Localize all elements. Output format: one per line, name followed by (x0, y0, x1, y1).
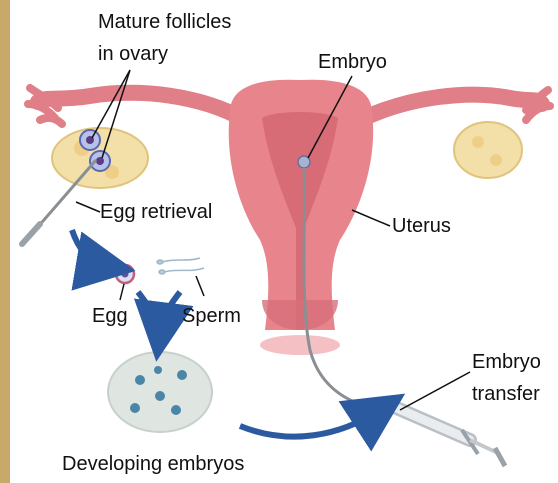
left-fallopian-tube (38, 93, 245, 120)
sperm-cells (157, 258, 204, 274)
leader-embryo-transfer (400, 372, 470, 410)
label-uterus: Uterus (392, 214, 451, 238)
flow-arrow-transfer (240, 410, 380, 437)
label-developing-embryos: Developing embryos (62, 452, 244, 476)
leader-egg (120, 284, 124, 300)
vaginal-opening (260, 335, 340, 355)
leader-egg-retrieval (76, 202, 100, 212)
leader-uterus (352, 210, 390, 226)
leader-sperm (196, 276, 204, 296)
label-mature-follicles-line2: in ovary (98, 42, 168, 66)
label-embryo: Embryo (318, 50, 387, 74)
label-embryo-transfer-line1: Embryo (472, 350, 541, 374)
right-fallopian-tube (360, 95, 542, 120)
flow-arrow-fertilize-right (160, 292, 180, 332)
label-sperm: Sperm (182, 304, 241, 328)
flow-arrow-fertilize-left (138, 292, 158, 332)
label-embryo-transfer-line2: transfer (472, 382, 540, 406)
flow-arrow-retrieval (72, 230, 106, 266)
label-egg: Egg (92, 304, 128, 328)
label-mature-follicles-line1: Mature follicles (98, 10, 231, 34)
label-egg-retrieval: Egg retrieval (100, 200, 212, 224)
transfer-syringe (392, 406, 505, 466)
right-ovary (454, 122, 522, 178)
